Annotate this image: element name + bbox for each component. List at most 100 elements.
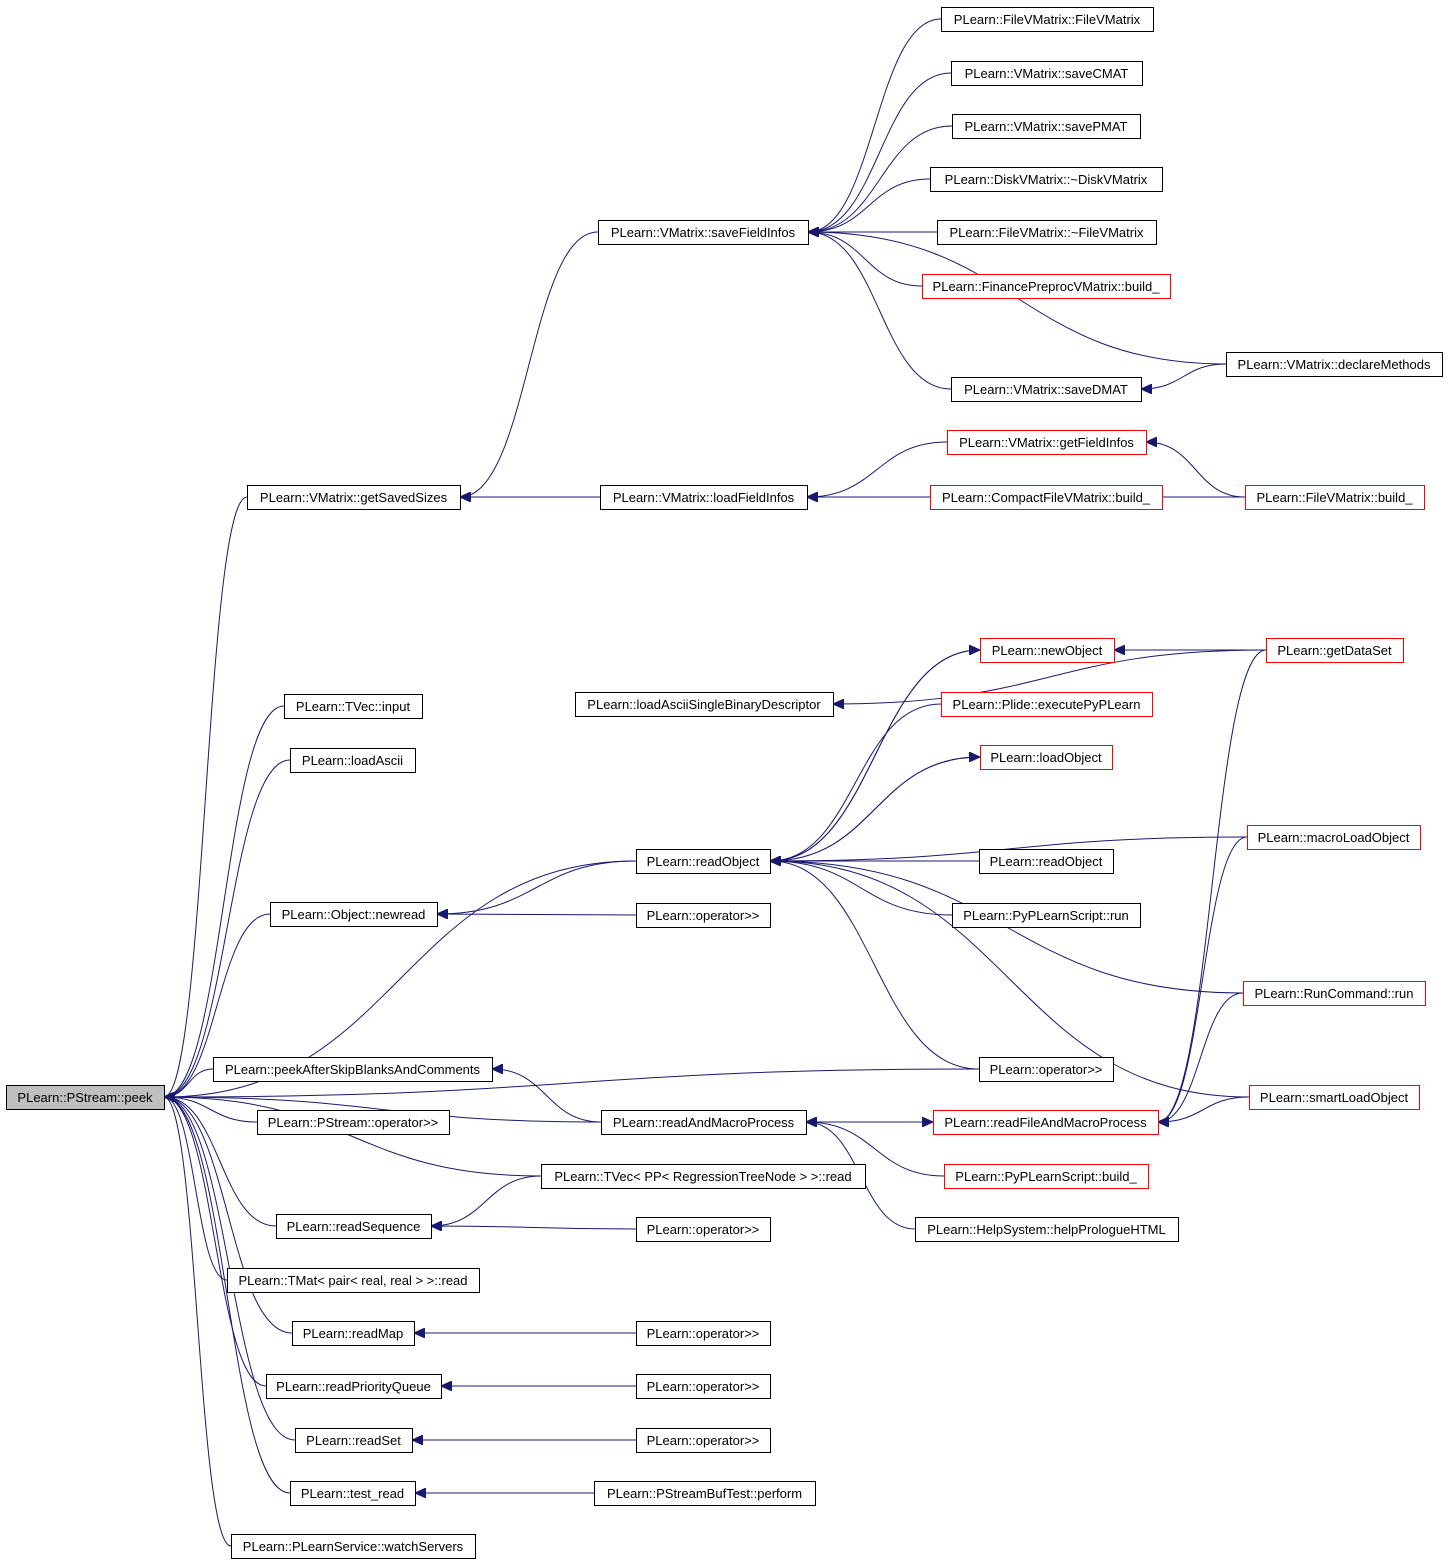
node-watch-servers[interactable]: PLearn::PLearnService::watchServers [231, 1534, 476, 1559]
node-box[interactable] [636, 903, 771, 928]
node-read-pq[interactable]: PLearn::readPriorityQueue [266, 1374, 442, 1399]
node-fvm-build[interactable]: PLearn::FileVMatrix::build_ [1245, 485, 1425, 510]
node-box[interactable] [290, 1481, 416, 1506]
node-box[interactable] [1245, 485, 1425, 510]
node-box[interactable] [1266, 638, 1404, 663]
node-perform[interactable]: PLearn::PStreamBufTest::perform [594, 1481, 816, 1506]
node-load-ascii[interactable]: PLearn::loadAscii [290, 748, 416, 773]
node-runcmd-run[interactable]: PLearn::RunCommand::run [1243, 981, 1426, 1006]
node-op-newread[interactable]: PLearn::operator>> [636, 903, 771, 928]
node-finance-build[interactable]: PLearn::FinancePreprocVMatrix::build_ [922, 274, 1171, 299]
node-tvec-rtn-read[interactable]: PLearn::TVec< PP< RegressionTreeNode > >… [541, 1164, 866, 1189]
node-box[interactable] [600, 485, 808, 510]
node-box[interactable] [295, 1428, 413, 1453]
node-read-object[interactable]: PLearn::readObject [636, 849, 771, 874]
node-peek-after[interactable]: PLearn::peekAfterSkipBlanksAndComments [213, 1057, 493, 1082]
node-box[interactable] [266, 1374, 442, 1399]
node-box[interactable] [937, 220, 1157, 245]
node-load-field-infos[interactable]: PLearn::VMatrix::loadFieldInfos [600, 485, 808, 510]
node-box[interactable] [276, 1214, 432, 1239]
node-box[interactable] [575, 692, 834, 717]
node-box[interactable] [636, 1321, 771, 1346]
node-box[interactable] [930, 485, 1163, 510]
node-read-and-macro-process[interactable]: PLearn::readAndMacroProcess [601, 1110, 807, 1135]
node-box[interactable] [227, 1268, 480, 1293]
node-box[interactable] [636, 1428, 771, 1453]
node-box[interactable] [922, 274, 1171, 299]
node-box[interactable] [541, 1164, 866, 1189]
node-box[interactable] [979, 849, 1114, 874]
node-tvec-input[interactable]: PLearn::TVec::input [284, 694, 423, 719]
node-box[interactable] [1247, 825, 1421, 850]
node-op-seq[interactable]: PLearn::operator>> [636, 1217, 771, 1242]
node-box[interactable] [941, 7, 1154, 32]
node-box[interactable] [213, 1057, 493, 1082]
node-box[interactable] [601, 1110, 807, 1135]
node-box[interactable] [951, 377, 1142, 402]
node-box[interactable] [598, 220, 809, 245]
node-box[interactable] [636, 849, 771, 874]
node-box[interactable] [952, 114, 1141, 139]
node-test-read[interactable]: PLearn::test_read [290, 1481, 416, 1506]
node-read-map[interactable]: PLearn::readMap [292, 1321, 415, 1346]
node-box[interactable] [6, 1085, 165, 1110]
node-declare-methods[interactable]: PLearn::VMatrix::declareMethods [1226, 352, 1443, 377]
node-box[interactable] [247, 485, 461, 510]
node-op-pq[interactable]: PLearn::operator>> [636, 1374, 771, 1399]
node-compact-build[interactable]: PLearn::CompactFileVMatrix::build_ [930, 485, 1163, 510]
node-load-ascii-sbd[interactable]: PLearn::loadAsciiSingleBinaryDescriptor [575, 692, 834, 717]
node-pstream-op[interactable]: PLearn::PStream::operator>> [257, 1110, 450, 1135]
node-box[interactable] [930, 167, 1163, 192]
node-diskvm-dtor[interactable]: PLearn::DiskVMatrix::~DiskVMatrix [930, 167, 1163, 192]
node-tmat-read[interactable]: PLearn::TMat< pair< real, real > >::read [227, 1268, 480, 1293]
node-op-set[interactable]: PLearn::operator>> [636, 1428, 771, 1453]
node-box[interactable] [636, 1217, 771, 1242]
node-pypl-build[interactable]: PLearn::PyPLearnScript::build_ [944, 1164, 1149, 1189]
node-read-file-and-macro-process[interactable]: PLearn::readFileAndMacroProcess [933, 1110, 1159, 1135]
node-box[interactable] [933, 1110, 1159, 1135]
node-box[interactable] [979, 1057, 1114, 1082]
node-box[interactable] [944, 1164, 1149, 1189]
node-read-set[interactable]: PLearn::readSet [295, 1428, 413, 1453]
node-save-pmat[interactable]: PLearn::VMatrix::savePMAT [952, 114, 1141, 139]
node-box[interactable] [952, 903, 1141, 928]
node-fvm-dtor[interactable]: PLearn::FileVMatrix::~FileVMatrix [937, 220, 1157, 245]
node-new-object[interactable]: PLearn::newObject [980, 638, 1115, 663]
node-macro-load-object[interactable]: PLearn::macroLoadObject [1247, 825, 1421, 850]
node-get-saved-sizes[interactable]: PLearn::VMatrix::getSavedSizes [247, 485, 461, 510]
node-box[interactable] [947, 430, 1147, 455]
node-box[interactable] [1243, 981, 1426, 1006]
node-box[interactable] [284, 694, 423, 719]
node-get-data-set[interactable]: PLearn::getDataSet [1266, 638, 1404, 663]
node-op-readobj[interactable]: PLearn::operator>> [979, 1057, 1114, 1082]
node-box[interactable] [941, 692, 1153, 717]
node-get-field-infos[interactable]: PLearn::VMatrix::getFieldInfos [947, 430, 1147, 455]
node-op-map[interactable]: PLearn::operator>> [636, 1321, 771, 1346]
node-box[interactable] [292, 1321, 415, 1346]
node-save-field-infos[interactable]: PLearn::VMatrix::saveFieldInfos [598, 220, 809, 245]
node-execute-py-plearn[interactable]: PLearn::Plide::executePyPLearn [941, 692, 1153, 717]
node-read-sequence[interactable]: PLearn::readSequence [276, 1214, 432, 1239]
node-newread[interactable]: PLearn::Object::newread [270, 902, 438, 927]
node-box[interactable] [257, 1110, 450, 1135]
node-help-prologue[interactable]: PLearn::HelpSystem::helpPrologueHTML [915, 1217, 1179, 1242]
node-box[interactable] [980, 745, 1113, 770]
node-fvm-ctor[interactable]: PLearn::FileVMatrix::FileVMatrix [941, 7, 1154, 32]
node-box[interactable] [594, 1481, 816, 1506]
node-box[interactable] [1226, 352, 1443, 377]
node-box[interactable] [1249, 1085, 1420, 1110]
node-box[interactable] [915, 1217, 1179, 1242]
node-box[interactable] [270, 902, 438, 927]
node-pypl-run[interactable]: PLearn::PyPLearnScript::run [952, 903, 1141, 928]
node-box[interactable] [636, 1374, 771, 1399]
node-peek[interactable]: PLearn::PStream::peek [6, 1085, 165, 1110]
node-box[interactable] [951, 61, 1143, 86]
node-save-dmat[interactable]: PLearn::VMatrix::saveDMAT [951, 377, 1142, 402]
node-save-cmat[interactable]: PLearn::VMatrix::saveCMAT [951, 61, 1143, 86]
node-load-object[interactable]: PLearn::loadObject [980, 745, 1113, 770]
node-box[interactable] [290, 748, 416, 773]
node-smart-load-object[interactable]: PLearn::smartLoadObject [1249, 1085, 1420, 1110]
node-box[interactable] [231, 1534, 476, 1559]
node-box[interactable] [980, 638, 1115, 663]
node-read-object2[interactable]: PLearn::readObject [979, 849, 1114, 874]
